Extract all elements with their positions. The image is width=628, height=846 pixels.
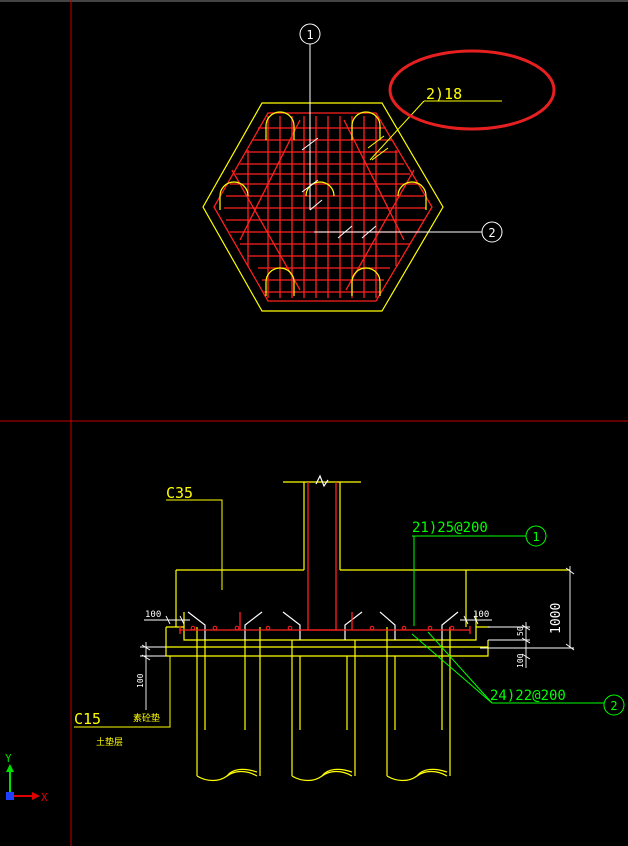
section-bubble-2-label: 2 — [610, 699, 617, 713]
section-rebar-label-2[interactable]: 24)22@200 — [490, 688, 566, 704]
section-view: C35 C15 素砼垫 土垫层 1 2 21)25@200 24)22@200 — [74, 474, 625, 782]
rebar-perimeter — [213, 112, 433, 302]
section-concrete-grade-bottom[interactable]: C15 — [74, 710, 101, 728]
rebar-grid — [224, 116, 426, 298]
plan-rebar-label[interactable]: 2)18 — [426, 85, 462, 103]
plan-bubble-1-label: 1 — [306, 28, 313, 42]
plan-bubble-2-label: 2 — [488, 226, 495, 240]
plan-view: 1 2 2)18 — [202, 23, 556, 312]
dim-right-1[interactable]: 50 — [516, 626, 525, 636]
ucs-icon: Y X — [5, 752, 48, 804]
section-rebar — [179, 482, 471, 634]
leader-1 — [301, 44, 323, 211]
column — [283, 474, 361, 570]
section-bubble-1-label: 1 — [532, 530, 539, 544]
rebar-dots — [190, 625, 455, 631]
section-bubble-1[interactable] — [525, 525, 547, 547]
section-bottom-label-2: 土垫层 — [96, 736, 123, 748]
pile-cap-hexagon[interactable] — [202, 102, 444, 312]
c15-leader — [74, 656, 171, 728]
plan-bubble-2[interactable] — [481, 221, 503, 243]
pile-anchor-bars — [187, 611, 459, 640]
leader-2 — [314, 225, 482, 239]
ucs-x-label: X — [41, 791, 48, 804]
section-bubble-2[interactable] — [603, 694, 625, 716]
pile-cap-section[interactable] — [165, 569, 570, 657]
pile-marks — [219, 111, 427, 296]
dim-right-2[interactable]: 100 — [516, 653, 525, 668]
section-rebar-label-1[interactable]: 21)25@200 — [412, 520, 488, 536]
piles — [196, 627, 451, 782]
plan-bubble-1[interactable] — [299, 23, 321, 45]
ucs-y-label: Y — [5, 752, 12, 765]
dim-left[interactable]: 100 — [136, 673, 145, 688]
dim-top-left[interactable]: 100 — [145, 610, 161, 620]
dim-top-right[interactable]: 100 — [473, 610, 489, 620]
highlight-ellipse — [388, 49, 556, 131]
dimensions — [140, 566, 575, 710]
dim-height[interactable]: 1000 — [549, 603, 564, 634]
rebar-label-leader — [367, 100, 502, 161]
section-leaders — [411, 535, 604, 704]
section-bottom-label-1: 素砼垫 — [133, 712, 160, 724]
c35-leader — [166, 499, 223, 590]
section-concrete-grade-top[interactable]: C35 — [166, 484, 193, 502]
